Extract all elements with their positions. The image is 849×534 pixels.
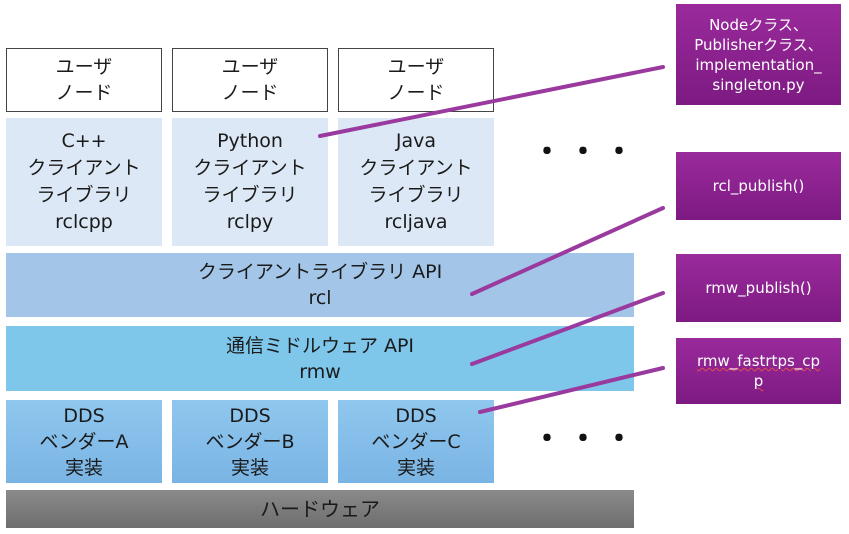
- callout-rmw-publish: rmw_publish(): [676, 254, 841, 322]
- rmw-api-band: 通信ミドルウェア API rmw: [6, 326, 634, 391]
- callout-node-classes: Nodeクラス、 Publisherクラス、 implementation_ s…: [676, 4, 841, 105]
- user-node-1: ユーザ ノード: [6, 48, 162, 112]
- ellipsis-lower: ・・・: [532, 422, 640, 457]
- user-node-3: ユーザ ノード: [338, 48, 494, 112]
- client-library-python: Python クライアント ライブラリ rclpy: [172, 118, 328, 246]
- dds-vendor-a: DDS ベンダーA 実装: [6, 400, 162, 483]
- client-library-java: Java クライアント ライブラリ rcljava: [338, 118, 494, 246]
- dds-vendor-c: DDS ベンダーC 実装: [338, 400, 494, 483]
- client-library-cpp: C++ クライアント ライブラリ rclcpp: [6, 118, 162, 246]
- ellipsis-upper: ・・・: [532, 135, 640, 170]
- user-node-2: ユーザ ノード: [172, 48, 328, 112]
- rcl-api-band: クライアントライブラリ API rcl: [6, 253, 634, 317]
- callout-rmw-fastrtps: rmw_fastrtps_cp p: [676, 338, 841, 404]
- callout-rmw-fastrtps-label: rmw_fastrtps_cp p: [696, 352, 821, 390]
- connector-node: [318, 65, 665, 138]
- callout-rcl-publish: rcl_publish(): [676, 152, 841, 220]
- connector-fastrtps: [478, 366, 665, 414]
- connector-rmw: [470, 291, 665, 366]
- hardware-band: ハードウェア: [6, 490, 634, 528]
- dds-vendor-b: DDS ベンダーB 実装: [172, 400, 328, 483]
- connector-rcl: [470, 206, 665, 296]
